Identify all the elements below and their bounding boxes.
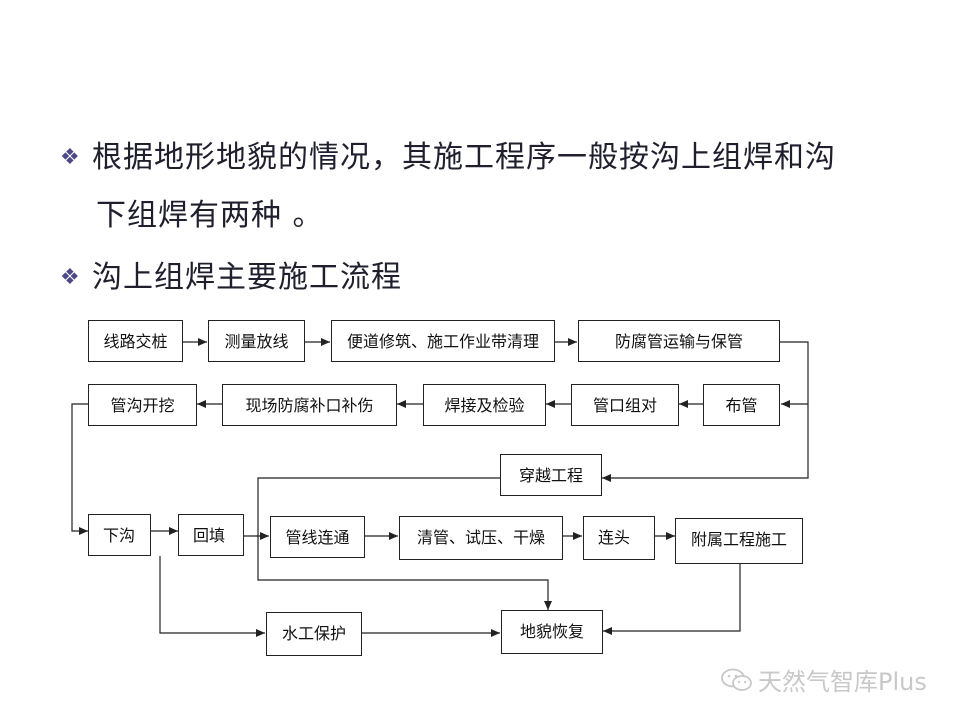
box-qingguan: 清管、试压、干燥 xyxy=(399,516,563,560)
box-guangou: 管沟开挖 xyxy=(88,384,197,426)
box-xianlu: 线路交桩 xyxy=(88,320,183,362)
arrow-fushu-dimao xyxy=(603,564,741,635)
bullet-2-line1: 沟上组焊主要施工流程 xyxy=(92,260,402,295)
arrow-fangfuguan-buguan xyxy=(780,341,809,408)
box-celiang: 测量放线 xyxy=(208,320,305,362)
box-fushu: 附属工程施工 xyxy=(675,518,803,564)
bullet-1-line2: 下组焊有两种 。 xyxy=(96,198,324,233)
arrow-buguan-chuanyue xyxy=(602,404,809,482)
box-shuigong: 水工保护 xyxy=(266,612,362,656)
box-xiagou: 下沟 xyxy=(88,514,151,556)
watermark: 天然气智库Plus xyxy=(720,662,927,697)
arrow-xiagou-shuigong xyxy=(159,556,265,637)
box-fangfuguan: 防腐管运输与保管 xyxy=(578,320,780,362)
diamond-cluster-icon: ❖ xyxy=(60,265,81,290)
box-xianchang: 现场防腐补口补伤 xyxy=(222,384,397,426)
box-dimao: 地貌恢复 xyxy=(501,610,603,654)
box-huitian: 回填 xyxy=(178,514,244,556)
box-guankou: 管口组对 xyxy=(571,384,679,426)
box-hanjie: 焊接及检验 xyxy=(423,384,546,426)
bullet-2: ❖ 沟上组焊主要施工流程 xyxy=(60,252,402,296)
bullet-1: ❖ 根据地形地貌的情况，其施工程序一般按沟上组焊和沟 xyxy=(60,132,836,176)
arrow-guangou-xiagou xyxy=(71,403,88,535)
box-chuanyue: 穿越工程 xyxy=(500,454,602,496)
box-guanxian: 管线连通 xyxy=(270,516,365,558)
wechat-icon xyxy=(720,668,754,692)
bullet-1-line1: 根据地形地貌的情况，其施工程序一般按沟上组焊和沟 xyxy=(92,140,836,175)
arrow-chuanyue-dimao xyxy=(257,477,552,610)
box-buguan: 布管 xyxy=(703,384,780,426)
watermark-text: 天然气智库Plus xyxy=(758,668,927,696)
box-liantou: 连头 xyxy=(583,516,655,560)
diamond-cluster-icon: ❖ xyxy=(60,145,81,170)
box-biandao: 便道修筑、施工作业带清理 xyxy=(331,320,555,362)
